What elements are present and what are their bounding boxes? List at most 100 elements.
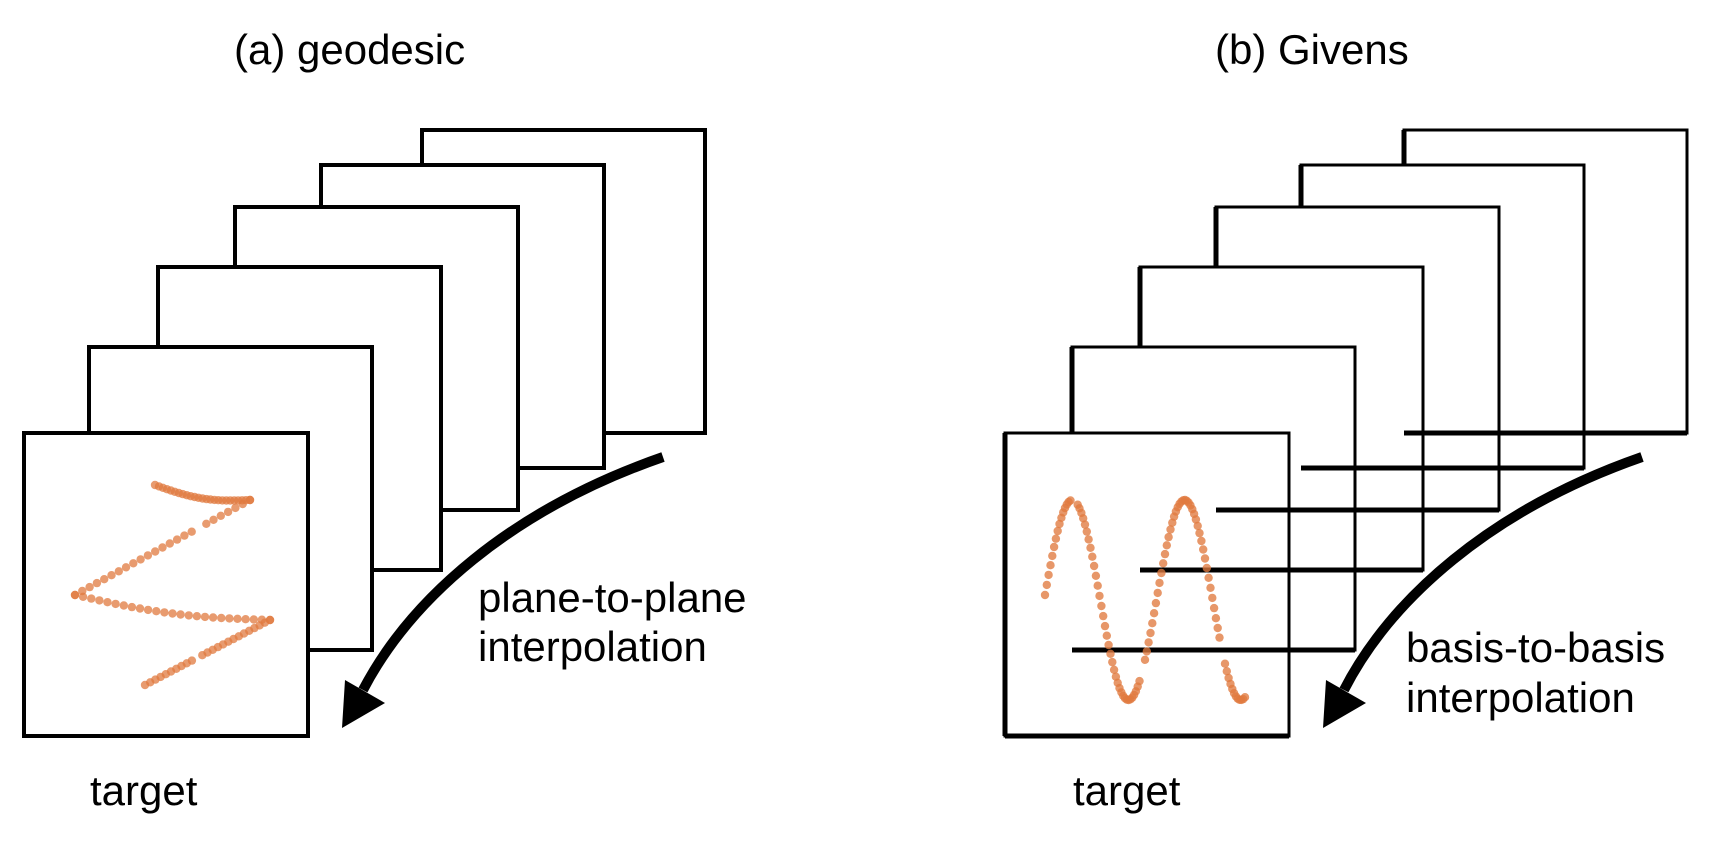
- frame-stack: [1003, 128, 1689, 738]
- scatter-point: [160, 608, 169, 617]
- scatter-point: [1213, 623, 1222, 633]
- scatter-point: [1086, 543, 1095, 552]
- scatter-point: [127, 602, 137, 612]
- scatter-point: [180, 531, 189, 540]
- scatter-point: [1140, 655, 1150, 664]
- scatter-point: [1151, 598, 1161, 608]
- arrow-label-line2: interpolation: [478, 623, 707, 670]
- scatter-point: [1089, 561, 1099, 571]
- scatter-point: [87, 594, 96, 603]
- scatter-point: [1153, 588, 1162, 598]
- scatter-point: [1208, 593, 1217, 603]
- scatter-point: [1042, 580, 1052, 590]
- scatter-point: [172, 535, 182, 544]
- scatter-point: [1148, 619, 1157, 628]
- scatter-point: [1099, 611, 1108, 621]
- frame-stack: [22, 128, 707, 738]
- scatter-point: [107, 571, 116, 580]
- scatter-point: [1080, 520, 1090, 529]
- scatter-point: [184, 611, 193, 620]
- scatter-point: [1051, 534, 1061, 543]
- scatter-point: [216, 511, 225, 520]
- scatter-point: [114, 567, 124, 576]
- scatter-point: [1046, 561, 1055, 570]
- scatter-point: [1079, 514, 1088, 523]
- arrow-label-line1: plane-to-plane: [478, 574, 747, 621]
- scatter-point: [1159, 559, 1168, 568]
- scatter-point: [187, 527, 196, 536]
- scatter-point: [1093, 581, 1102, 590]
- arrow-label-line1: basis-to-basis: [1406, 624, 1665, 671]
- scatter-point: [111, 599, 120, 609]
- scatter-point: [129, 559, 138, 568]
- scatter-point: [202, 519, 211, 528]
- scatter-point: [1091, 571, 1101, 580]
- panel-givens: (b) Givens: [1002, 26, 1689, 814]
- scatter-point: [1240, 693, 1250, 702]
- scatter-point: [198, 651, 207, 660]
- scatter-point: [119, 601, 128, 610]
- scatter-point: [70, 590, 80, 600]
- scatter-point: [1202, 563, 1212, 573]
- scatter-point: [92, 578, 102, 588]
- scatter-point: [1162, 541, 1172, 550]
- scatter-point: [217, 613, 226, 623]
- scatter-point: [1155, 578, 1164, 588]
- scatter-point: [208, 613, 218, 622]
- target-scatter-sine: [1040, 495, 1250, 705]
- scatter-point: [143, 605, 153, 615]
- scatter-point: [1157, 568, 1166, 578]
- scatter-point: [152, 607, 161, 616]
- scatter-point: [1104, 640, 1113, 650]
- scatter-point: [1215, 633, 1224, 642]
- scatter-point: [158, 543, 167, 552]
- scatter-point: [1166, 525, 1175, 534]
- scatter-point: [1160, 549, 1170, 559]
- scatter-point: [1049, 542, 1059, 552]
- scatter-point: [1097, 601, 1106, 611]
- scatter-point: [1164, 532, 1173, 542]
- scatter-point: [225, 614, 234, 623]
- scatter-point: [1040, 590, 1050, 600]
- curved-arrow-down-left-icon: [1323, 452, 1644, 728]
- scatter-point: [245, 495, 255, 505]
- scatter-point: [1222, 667, 1232, 676]
- scatter-point: [1149, 609, 1159, 618]
- scatter-point: [176, 610, 185, 619]
- scatter-point: [1197, 536, 1206, 546]
- scatter-point: [209, 515, 218, 524]
- scatter-point: [192, 612, 202, 621]
- scatter-point: [1211, 614, 1221, 623]
- scatter-point: [135, 604, 145, 613]
- scatter-point: [1082, 527, 1092, 536]
- scatter-point: [1053, 526, 1062, 536]
- scatter-point: [1102, 631, 1112, 640]
- scatter-point: [1108, 657, 1117, 667]
- scatter-point: [85, 582, 94, 592]
- scatter-point: [1044, 570, 1053, 580]
- scatter-point: [168, 609, 177, 618]
- scatter-point: [231, 503, 240, 513]
- target-label: target: [1073, 767, 1181, 814]
- frame-shadow-edges: [1002, 130, 1687, 739]
- scatter-point: [1142, 647, 1152, 656]
- scatter-point: [1095, 591, 1104, 601]
- scatter-point: [1100, 621, 1110, 631]
- scatter-point: [1199, 545, 1208, 554]
- scatter-point: [1144, 638, 1153, 647]
- scatter-point: [1066, 496, 1075, 505]
- scatter-point: [136, 555, 145, 564]
- scatter-point: [1084, 535, 1093, 544]
- curved-arrow-down-left-icon: [342, 452, 665, 728]
- scatter-point: [1088, 552, 1097, 561]
- panel-title: (a) geodesic: [234, 26, 465, 73]
- scatter-point: [249, 615, 258, 624]
- scatter-point: [1206, 583, 1215, 592]
- panel-geodesic: (a) geodesic plane-to-plane interpolatio…: [22, 26, 747, 814]
- scatter-point: [95, 596, 104, 605]
- scatter-point: [1209, 603, 1219, 613]
- scatter-point: [143, 551, 153, 560]
- panel-title: (b) Givens: [1215, 26, 1409, 73]
- scatter-point: [165, 539, 174, 548]
